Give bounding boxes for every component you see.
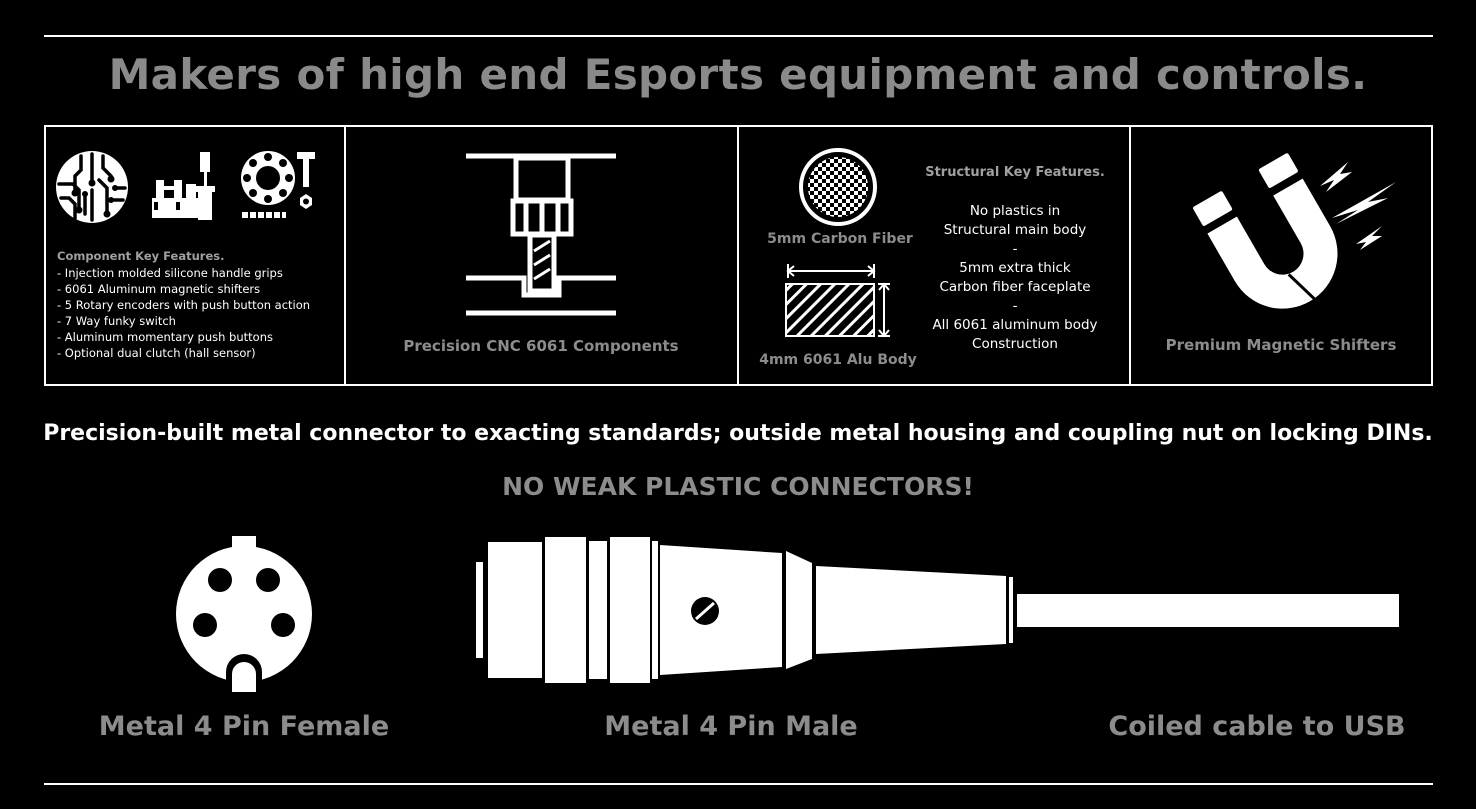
panel-divider-2 [737, 126, 739, 386]
aluminum-block-icon [785, 264, 890, 338]
circuit-board-icon [56, 151, 128, 223]
female-connector-label: Metal 4 Pin Female [98, 711, 390, 742]
list-item: - [1012, 298, 1018, 314]
male-connector-label: Metal 4 Pin Male [604, 711, 858, 742]
list-item: Structural main body [943, 222, 1087, 238]
flange-bolt-nut-icon [241, 151, 315, 218]
panel-divider-1 [344, 126, 346, 386]
list-item: No plastics in [969, 203, 1061, 219]
din-male-plug-icon [476, 537, 1399, 683]
machine-vise-icon [152, 152, 215, 220]
cable-label: Coiled cable to USB [1108, 711, 1406, 742]
list-item: All 6061 aluminum body [932, 317, 1098, 333]
aluminum-caption: 4mm 6061 Alu Body [759, 352, 917, 368]
top-divider [44, 35, 1433, 37]
panel-border-right [1431, 126, 1433, 386]
magnet-icon [1193, 153, 1396, 309]
page-title: Makers of high end Esports equipment and… [108, 50, 1368, 99]
list-item: - [1012, 241, 1018, 257]
list-item: 5mm extra thick [959, 260, 1071, 276]
magnet-caption: Premium Magnetic Shifters [1165, 336, 1397, 354]
component-features-list: - Injection molded silicone handle grips… [57, 265, 310, 361]
list-item: - Injection molded silicone handle grips [57, 266, 283, 280]
list-item: - 6061 Aluminum magnetic shifters [57, 282, 261, 296]
list-item: - 5 Rotary encoders with push button act… [57, 298, 311, 312]
list-item: - Optional dual clutch (hall sensor) [57, 346, 256, 360]
connector-tagline: Precision-built metal connector to exact… [43, 421, 1433, 446]
carbon-fiber-icon [799, 148, 877, 226]
structural-features-text: No plastics in Structural main body - 5m… [915, 202, 1115, 354]
list-item: - 7 Way funky switch [57, 314, 176, 328]
cnc-caption: Precision CNC 6061 Components [403, 337, 679, 355]
connector-warning: NO WEAK PLASTIC CONNECTORS! [502, 472, 974, 501]
panel-divider-3 [1129, 126, 1131, 386]
list-item: Carbon fiber faceplate [939, 279, 1091, 295]
carbon-fiber-caption: 5mm Carbon Fiber [767, 231, 913, 247]
cnc-mill-icon [466, 153, 616, 316]
component-features-title: Component Key Features. [57, 249, 225, 263]
din-female-socket-icon [176, 536, 312, 692]
bottom-divider [44, 783, 1433, 785]
panel-border-left [44, 126, 46, 386]
list-item: - Aluminum momentary push buttons [57, 330, 273, 344]
list-item: Construction [972, 336, 1058, 352]
structural-features-title: Structural Key Features. [925, 165, 1105, 180]
